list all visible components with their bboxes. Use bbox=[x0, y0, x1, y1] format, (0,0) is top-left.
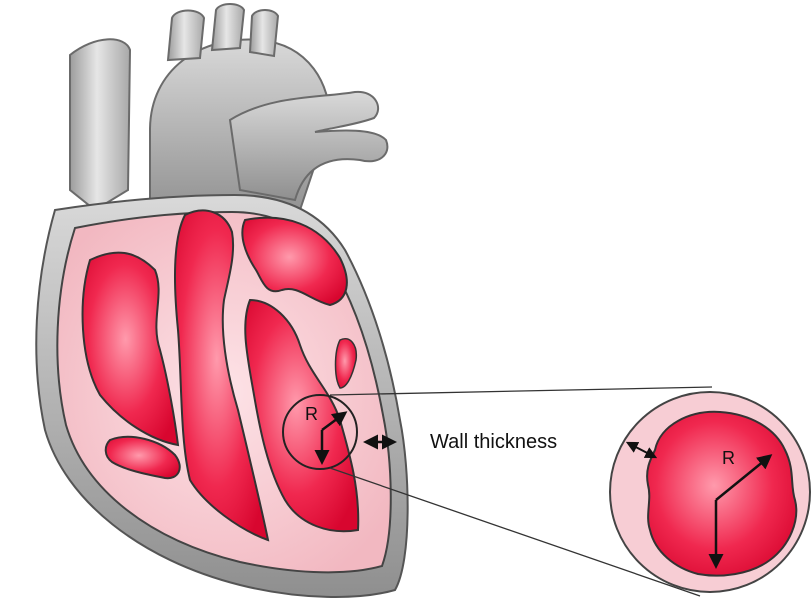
aortic-branch-1 bbox=[168, 11, 204, 61]
wall-thickness-label: Wall thickness bbox=[430, 431, 557, 453]
magnified-chamber bbox=[647, 412, 796, 576]
radius-label-large: R bbox=[722, 448, 735, 468]
great-vessels bbox=[70, 4, 387, 220]
vena-cava bbox=[70, 39, 130, 210]
aortic-branch-2 bbox=[212, 4, 244, 50]
magnified-section: R bbox=[610, 392, 810, 592]
radius-label-small: R bbox=[305, 404, 318, 424]
aortic-branch-3 bbox=[250, 10, 278, 56]
